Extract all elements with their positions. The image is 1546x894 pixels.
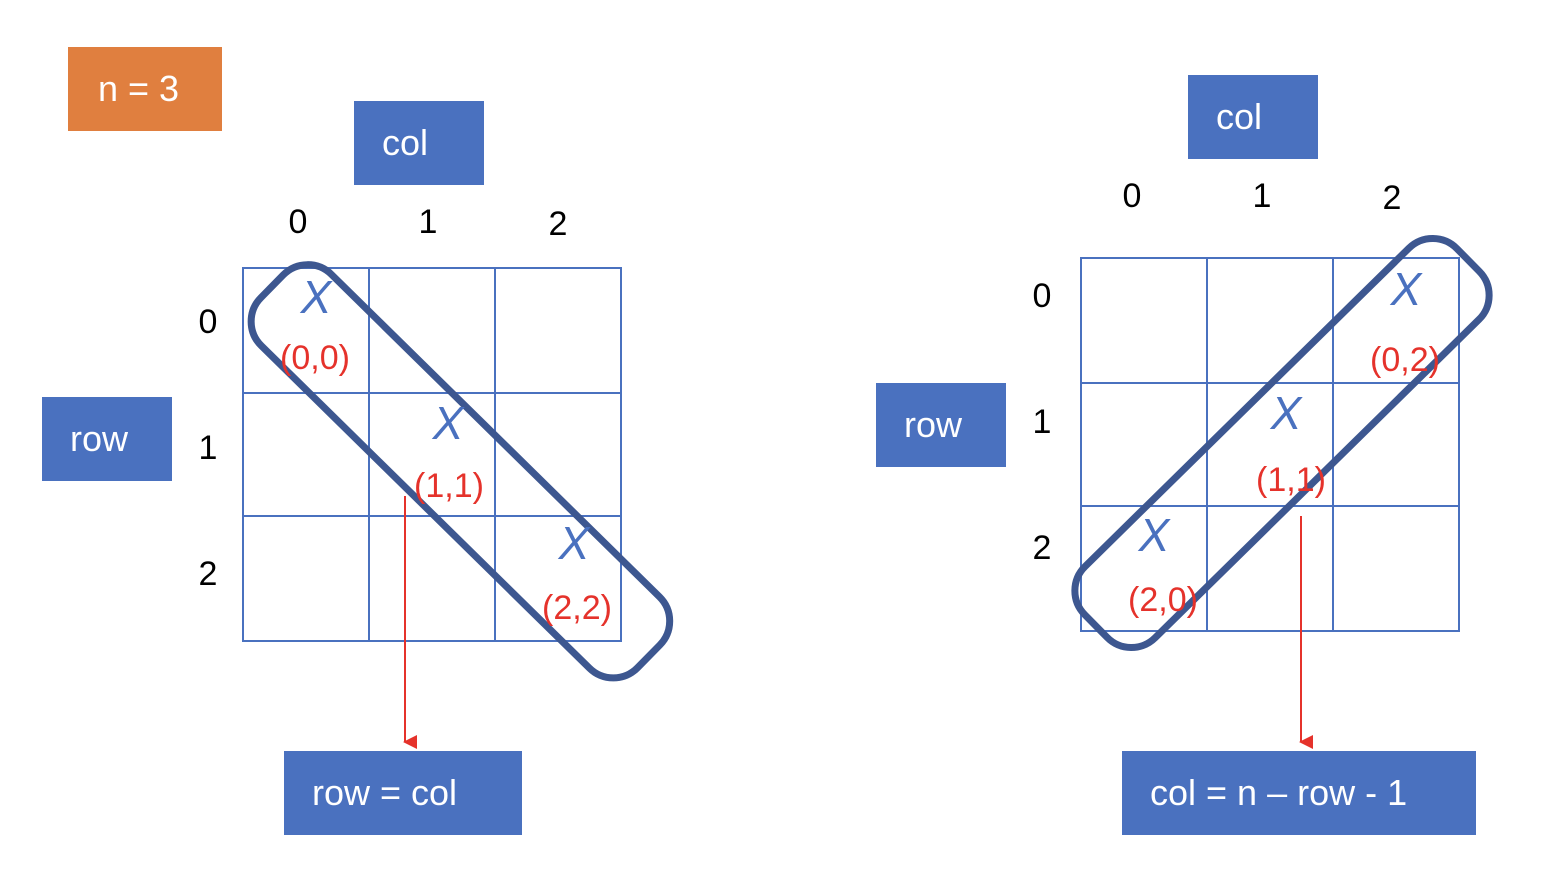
left-formula-text: row = col (312, 772, 458, 813)
n-label-badge: n = 3 (68, 47, 222, 131)
right-mark-0: X (1390, 263, 1422, 315)
left-col-label: col (354, 101, 484, 185)
right-row-label: row (876, 383, 1006, 467)
left-row-label: row (42, 397, 172, 481)
right-col-index-2: 2 (1382, 179, 1402, 217)
left-col-index-1: 1 (418, 203, 438, 241)
right-col-label: col (1188, 75, 1318, 159)
right-row-index-2: 2 (1032, 529, 1052, 567)
left-row-index-2: 2 (198, 555, 218, 593)
right-coord-0: (0,2) (1370, 341, 1440, 379)
right-mark-2: X (1138, 509, 1170, 561)
right-col-index-0: 0 (1122, 177, 1142, 215)
left-mark-2: X (558, 517, 590, 569)
right-row-index-1: 1 (1032, 403, 1052, 441)
left-coord-0: (0,0) (280, 339, 350, 377)
left-diagonal-frame (247, 261, 674, 682)
left-mark-1: X (432, 397, 464, 449)
right-coord-2: (2,0) (1128, 581, 1198, 619)
left-mark-0: X (300, 271, 332, 323)
left-row-index-0: 0 (198, 303, 218, 341)
left-col-label-text: col (382, 122, 429, 163)
left-col-index-2: 2 (548, 205, 568, 243)
left-col-index-0: 0 (288, 203, 308, 241)
left-grid (242, 267, 622, 642)
right-formula-box: col = n – row - 1 (1122, 751, 1476, 835)
left-coord-2: (2,2) (542, 589, 612, 627)
right-mark-1: X (1270, 387, 1302, 439)
right-col-index-1: 1 (1252, 177, 1272, 215)
right-coord-1: (1,1) (1256, 461, 1326, 499)
left-row-index-1: 1 (198, 429, 218, 467)
left-coord-1: (1,1) (414, 467, 484, 505)
right-col-label-text: col (1216, 96, 1263, 137)
left-formula-box: row = col (284, 751, 522, 835)
right-formula-text: col = n – row - 1 (1150, 772, 1408, 813)
n-label-text: n = 3 (98, 68, 180, 109)
right-diagonal-frame (1071, 234, 1493, 652)
right-row-index-0: 0 (1032, 277, 1052, 315)
left-row-label-text: row (70, 418, 129, 459)
right-row-label-text: row (904, 404, 963, 445)
